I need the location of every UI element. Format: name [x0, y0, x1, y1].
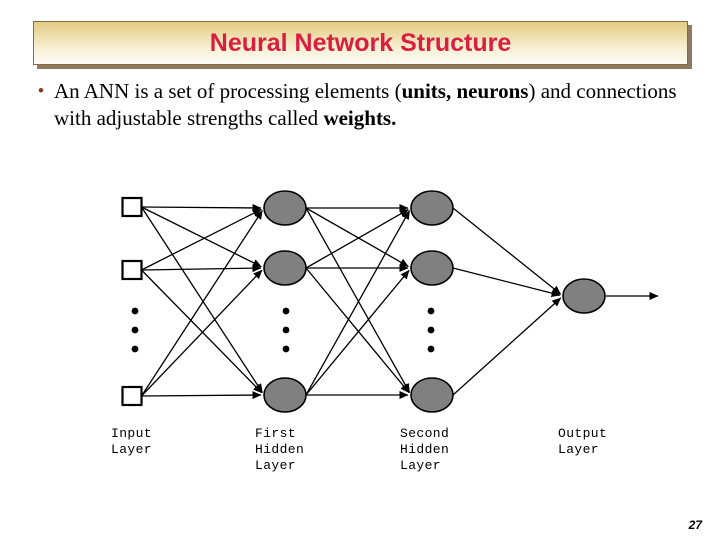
bullet-text-bold-1: units, neurons	[401, 79, 529, 103]
network-node-hidden2-3	[410, 377, 454, 413]
network-nodes	[121, 190, 606, 413]
network-node-input-2	[121, 259, 143, 281]
network-edge	[141, 208, 262, 271]
network-edge	[305, 269, 410, 396]
network-edge	[305, 208, 409, 269]
network-ellipsis-dots	[131, 307, 435, 353]
layer-label-output: Output Layer	[558, 426, 608, 457]
network-edge	[141, 269, 263, 394]
network-edge	[141, 203, 262, 212]
network-node-hidden2-1	[410, 190, 454, 226]
slide-page-number: 27	[688, 518, 702, 532]
network-node-hidden1-3	[263, 377, 307, 413]
network-edge	[305, 267, 410, 394]
network-edge	[141, 264, 262, 273]
network-edge	[141, 269, 263, 397]
ellipsis-dot	[131, 345, 139, 353]
bullet-dot-icon: •	[37, 81, 45, 102]
network-node-hidden1-1	[263, 190, 307, 226]
layer-label-first-hidden: First Hidden Layer	[255, 426, 305, 473]
ellipsis-dot	[427, 345, 435, 353]
network-edge	[305, 210, 411, 396]
network-edge	[141, 206, 262, 268]
bullet-text-segment-2: ) and connections with adjustable streng…	[54, 79, 677, 130]
network-edge	[305, 207, 411, 393]
layer-label-input: Input Layer	[111, 426, 153, 457]
slide-title-banner	[33, 21, 688, 65]
bullet-text-bold-2: weights.	[323, 106, 397, 130]
network-edge	[140, 210, 263, 397]
network-node-input-3	[121, 385, 143, 407]
ellipsis-dot	[427, 326, 435, 334]
network-node-hidden1-2	[263, 250, 307, 286]
network-edge	[452, 207, 562, 295]
ellipsis-dot	[131, 307, 139, 315]
layer-label-second-hidden: Second Hidden Layer	[400, 426, 450, 473]
network-edge	[452, 297, 562, 396]
network-edge	[141, 391, 262, 400]
network-edges	[140, 203, 659, 400]
ellipsis-dot	[282, 326, 290, 334]
network-node-output-1	[562, 278, 606, 314]
bullet-text: An ANN is a set of processing elements (…	[54, 78, 688, 132]
network-node-input-1	[121, 196, 143, 218]
list-item: • An ANN is a set of processing elements…	[28, 78, 688, 132]
network-edge	[140, 206, 263, 393]
network-node-hidden2-2	[410, 250, 454, 286]
ellipsis-dot	[282, 307, 290, 315]
bullet-list: • An ANN is a set of processing elements…	[28, 78, 688, 132]
network-edge	[305, 207, 409, 268]
ellipsis-dot	[282, 345, 290, 353]
network-edge	[452, 267, 561, 298]
ellipsis-dot	[131, 326, 139, 334]
page-title: Neural Network Structure	[209, 29, 512, 57]
ellipsis-dot	[427, 307, 435, 315]
bullet-text-segment-1: An ANN is a set of processing elements (	[54, 79, 402, 103]
